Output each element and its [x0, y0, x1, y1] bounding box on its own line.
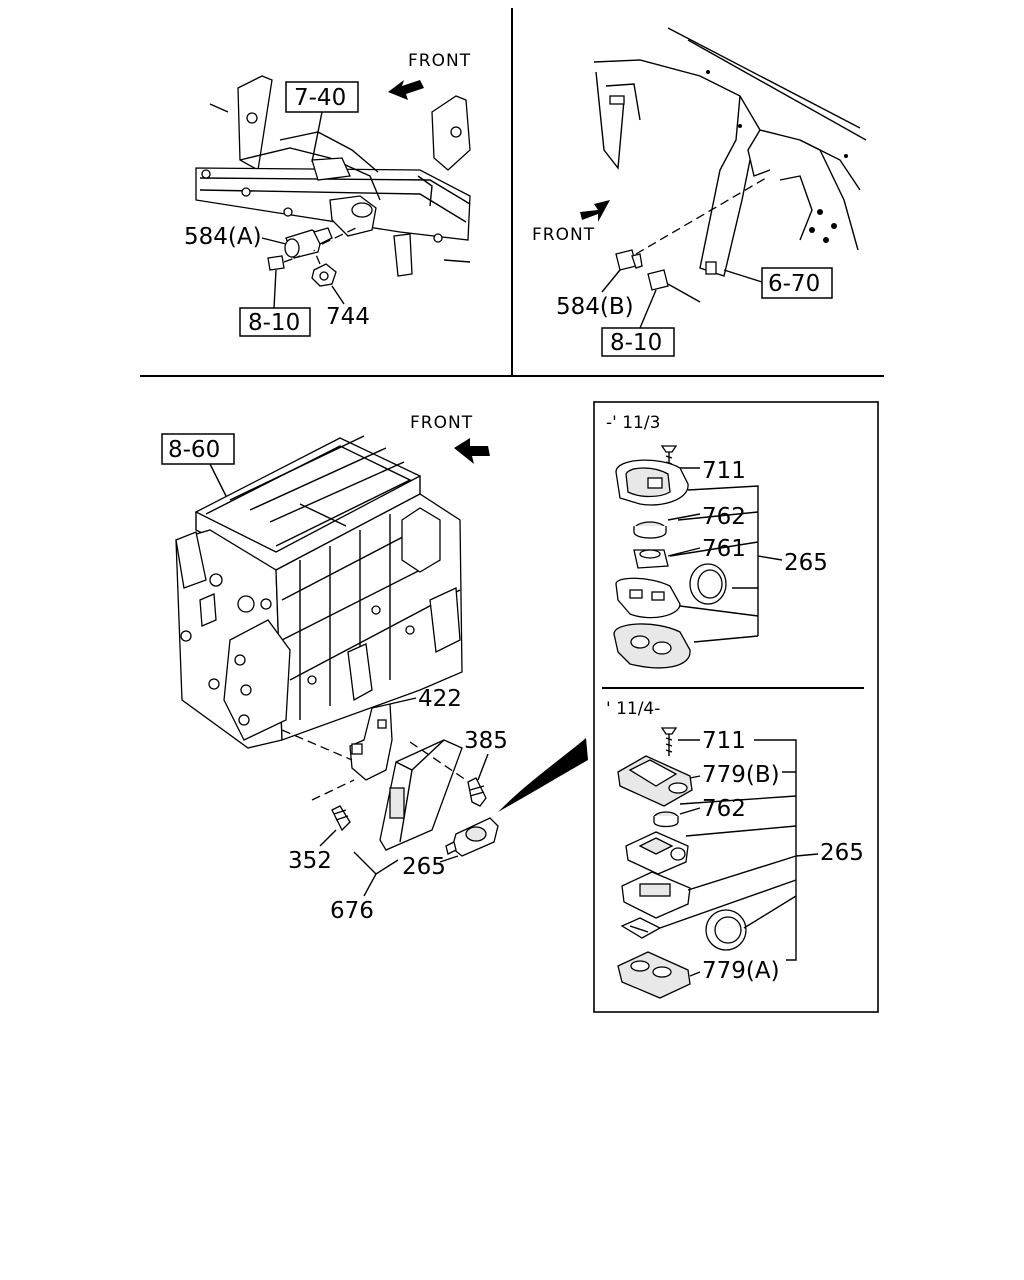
label-676: 676 [330, 898, 374, 924]
oring-lower [705, 909, 747, 951]
ref-box-8-10-left-label: 8-10 [248, 310, 300, 336]
front-label-main: FRONT [410, 413, 473, 433]
ref-box-6-70[interactable] [761, 267, 833, 299]
case-bottom-upper [613, 623, 691, 669]
label-779b: 779(B) [702, 762, 780, 788]
label-744: 744 [326, 304, 370, 330]
holder-lower [625, 831, 689, 875]
ref-box-8-60[interactable] [161, 433, 235, 465]
label-779a: 779(A) [702, 958, 780, 984]
front-arrow-top-right [580, 200, 610, 222]
oring-upper [689, 563, 727, 605]
frame-lower [621, 871, 691, 919]
control-unit-leader [353, 851, 399, 875]
cover-upper [615, 459, 689, 506]
sensor-584a-part[interactable] [284, 227, 333, 259]
cover-779a-lower[interactable] [617, 951, 691, 999]
sensor-584b-part[interactable] [615, 249, 643, 271]
label-711-lower: 711 [702, 728, 746, 754]
connector-top-left [267, 255, 285, 271]
label-385: 385 [464, 728, 508, 754]
front-arrow-top-left [388, 80, 424, 100]
screw-711-lower[interactable] [660, 727, 678, 756]
main-panel: FRONT 8-60 [161, 413, 588, 924]
battery-762-upper[interactable] [633, 521, 667, 539]
crossmember-drawing [195, 75, 471, 277]
connector-top-right [647, 269, 669, 291]
ref-box-7-40-label: 7-40 [294, 85, 346, 111]
frame-drawing [593, 27, 867, 277]
ref-box-6-70-label: 6-70 [768, 271, 820, 297]
bolt-352-part[interactable] [331, 805, 351, 832]
hvac-unit-drawing [175, 435, 463, 749]
bolt-385-part[interactable] [467, 777, 487, 807]
front-label-top-left: FRONT [408, 51, 471, 71]
battery-762-lower[interactable] [653, 811, 679, 828]
label-584b: 584(B) [556, 294, 634, 320]
front-arrow-main [454, 438, 490, 464]
assembly-bracket-lower [659, 739, 819, 961]
nut-744-part[interactable] [311, 263, 337, 287]
top-left-panel: FRONT 7-40 [184, 51, 471, 337]
ref-box-8-10-right[interactable] [601, 327, 675, 357]
label-422: 422 [418, 686, 462, 712]
frame-middle-upper [615, 577, 681, 619]
cover-779b-lower[interactable] [617, 755, 693, 807]
bracket-422-part[interactable] [349, 703, 393, 781]
ref-box-8-10-right-label: 8-10 [610, 330, 662, 356]
top-right-panel: FRONT 584(B) 8-10 6-70 [532, 27, 867, 357]
control-unit-part[interactable] [379, 739, 463, 851]
key-fob-part[interactable] [445, 817, 499, 857]
label-265-upper: 265 [784, 550, 828, 576]
ref-box-8-60-label: 8-60 [168, 437, 220, 463]
holder-761-upper[interactable] [633, 549, 669, 569]
period-lower: ' 11/4- [606, 699, 660, 719]
front-label-top-right: FRONT [532, 225, 595, 245]
assembly-bracket-upper [669, 485, 783, 643]
label-761-upper: 761 [702, 536, 746, 562]
inset-upper: -' 11/3 711 762 761 [606, 413, 828, 669]
label-711-upper: 711 [702, 458, 746, 484]
callout-wedge [498, 738, 588, 812]
period-upper: -' 11/3 [606, 413, 660, 433]
label-265-lower: 265 [820, 840, 864, 866]
label-265-main: 265 [402, 854, 446, 880]
inset-lower: ' 11/4- 711 779(B) 762 [606, 699, 864, 999]
ref-box-8-10-left[interactable] [239, 307, 311, 337]
label-352: 352 [288, 848, 332, 874]
label-584a: 584(A) [184, 224, 262, 250]
